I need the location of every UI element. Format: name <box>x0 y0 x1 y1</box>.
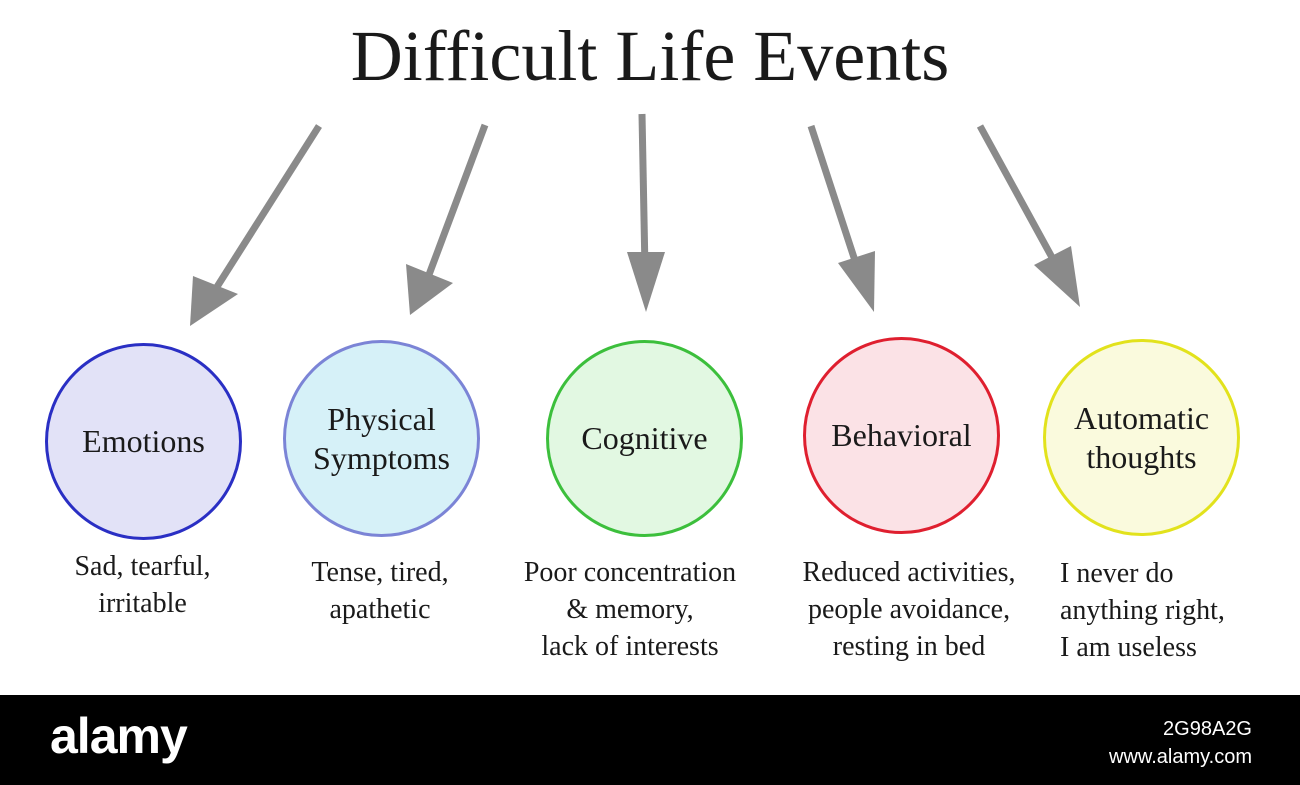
circle-label-line: Physical <box>327 401 436 438</box>
diagram-title: Difficult Life Events <box>350 16 950 96</box>
description-line: people avoidance, <box>807 594 1011 625</box>
description-line: apathetic <box>329 594 431 625</box>
watermark-logo: alamy <box>50 708 188 764</box>
circle-label: Physical Symptoms <box>313 400 450 477</box>
arrow-cognitive-head <box>627 252 665 312</box>
circle-label-line: Automatic <box>1073 400 1210 437</box>
arrow-cognitive-shaft <box>638 113 649 271</box>
description-line: lack of interests <box>541 631 719 662</box>
circle-label: Emotions <box>82 422 205 460</box>
circle-label-line: thoughts <box>1086 438 1197 475</box>
description-line: resting in bed <box>832 631 986 662</box>
circle-label-line: Emotions <box>82 423 205 460</box>
circle-label: Automatic thoughts <box>1074 399 1209 476</box>
description-automatic-thoughts: I never do anything right, I am useless <box>1060 555 1275 666</box>
circle-label-line: Behavioral <box>831 417 972 454</box>
watermark-image-id: 2G98A2G <box>1163 718 1252 740</box>
circle-label-line: Cognitive <box>581 420 708 457</box>
circle-cognitive: Cognitive <box>546 340 743 537</box>
arrows-layer <box>190 113 1080 326</box>
circle-emotions: Emotions <box>45 343 242 540</box>
description-line: & memory, <box>566 594 694 625</box>
description-line: I am useless <box>1060 632 1197 663</box>
description-line: I never do <box>1060 558 1174 589</box>
description-line: irritable <box>98 588 187 619</box>
arrow-physical-shaft <box>423 123 489 282</box>
description-behavioral: Reduced activities, people avoidance, re… <box>773 554 1045 665</box>
arrow-behavioral-head <box>838 251 875 312</box>
circle-label: Behavioral <box>831 416 971 454</box>
description-cognitive: Poor concentration & memory, lack of int… <box>495 554 765 665</box>
description-line: Sad, tearful, <box>74 551 211 582</box>
arrow-automatic-shaft <box>976 124 1064 274</box>
description-line: Tense, tired, <box>311 557 449 588</box>
circle-automatic-thoughts: Automatic thoughts <box>1043 339 1240 536</box>
arrow-automatic-head <box>1034 246 1080 307</box>
arrow-emotions-shaft <box>212 124 322 292</box>
watermark-info: 2G98A2G www.alamy.com <box>1109 715 1252 771</box>
description-physical-symptoms: Tense, tired, apathetic <box>265 554 495 628</box>
arrow-emotions-head <box>190 276 238 326</box>
arrow-physical-head <box>406 264 453 315</box>
watermark-footer: alamy 2G98A2G www.alamy.com <box>0 695 1300 785</box>
description-emotions: Sad, tearful, irritable <box>30 548 255 622</box>
description-line: Reduced activities, <box>802 557 1016 588</box>
watermark-site: www.alamy.com <box>1109 746 1252 768</box>
circle-physical-symptoms: Physical Symptoms <box>283 340 480 537</box>
arrow-behavioral-shaft <box>807 124 864 278</box>
circle-behavioral: Behavioral <box>803 337 1000 534</box>
circle-label-line: Symptoms <box>313 439 450 476</box>
description-line: Poor concentration <box>523 557 737 588</box>
circle-label: Cognitive <box>581 419 707 457</box>
description-line: anything right, <box>1060 595 1225 626</box>
diagram-canvas: Difficult Life Events Emotions Physical … <box>30 16 1275 666</box>
